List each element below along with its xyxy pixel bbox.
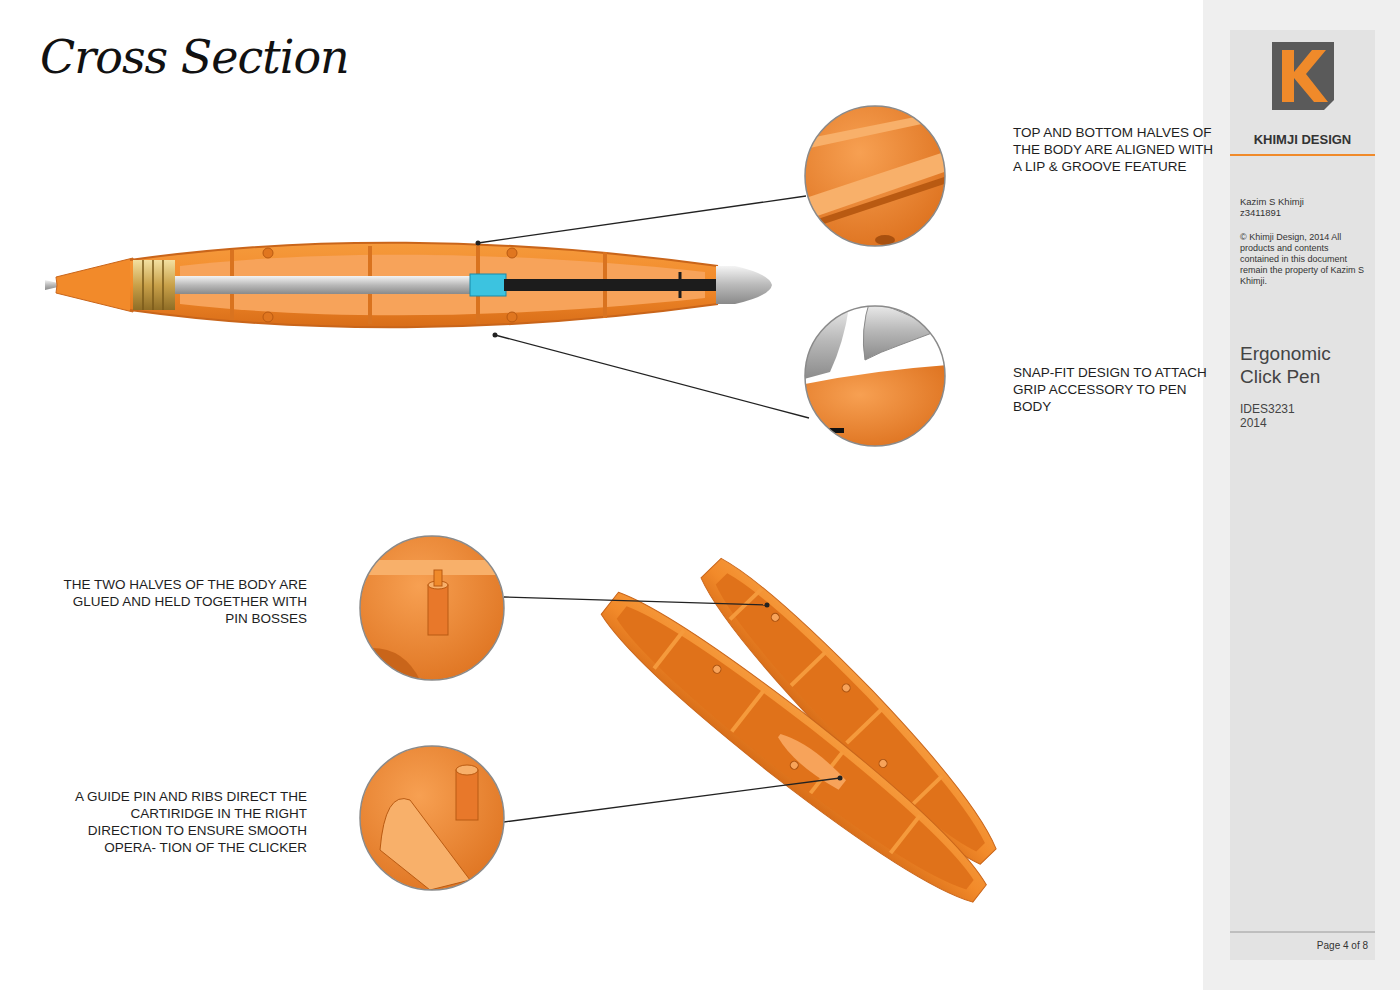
page-title: Cross Section <box>40 30 349 84</box>
sidebar-panel: KHIMJI DESIGN Kazim S Khimji z3411891 © Kh… <box>1230 30 1375 960</box>
callout-text: THE TWO HALVES OF THE BODY ARE GLUED AND… <box>60 576 307 627</box>
callout-text: TOP AND BOTTOM HALVES OF THE BODY ARE AL… <box>1013 124 1218 175</box>
author-text: Kazim S Khimji z3411891 <box>1240 196 1320 218</box>
callout-text: SNAP-FIT DESIGN TO ATTACH GRIP ACCESSORY… <box>1013 364 1218 415</box>
project-title: Ergonomic Click Pen <box>1240 342 1350 388</box>
page-number: Page 4 of 8 <box>1290 940 1368 952</box>
copyright-note: © Khimji Design, 2014 All products and c… <box>1240 232 1365 287</box>
detail-circle <box>355 100 950 900</box>
leader-lines <box>478 196 840 822</box>
side-strip <box>1203 0 1400 990</box>
brand-name: KHIMJI DESIGN <box>1230 132 1375 148</box>
course-code: IDES3231 2014 <box>1240 402 1306 430</box>
sidebar-graphics <box>1230 30 1375 955</box>
pen-cross-section <box>45 243 772 328</box>
body-half <box>588 577 1000 920</box>
callout-text: A GUIDE PIN AND RIBS DIRECT THE CARTIRID… <box>60 788 307 856</box>
